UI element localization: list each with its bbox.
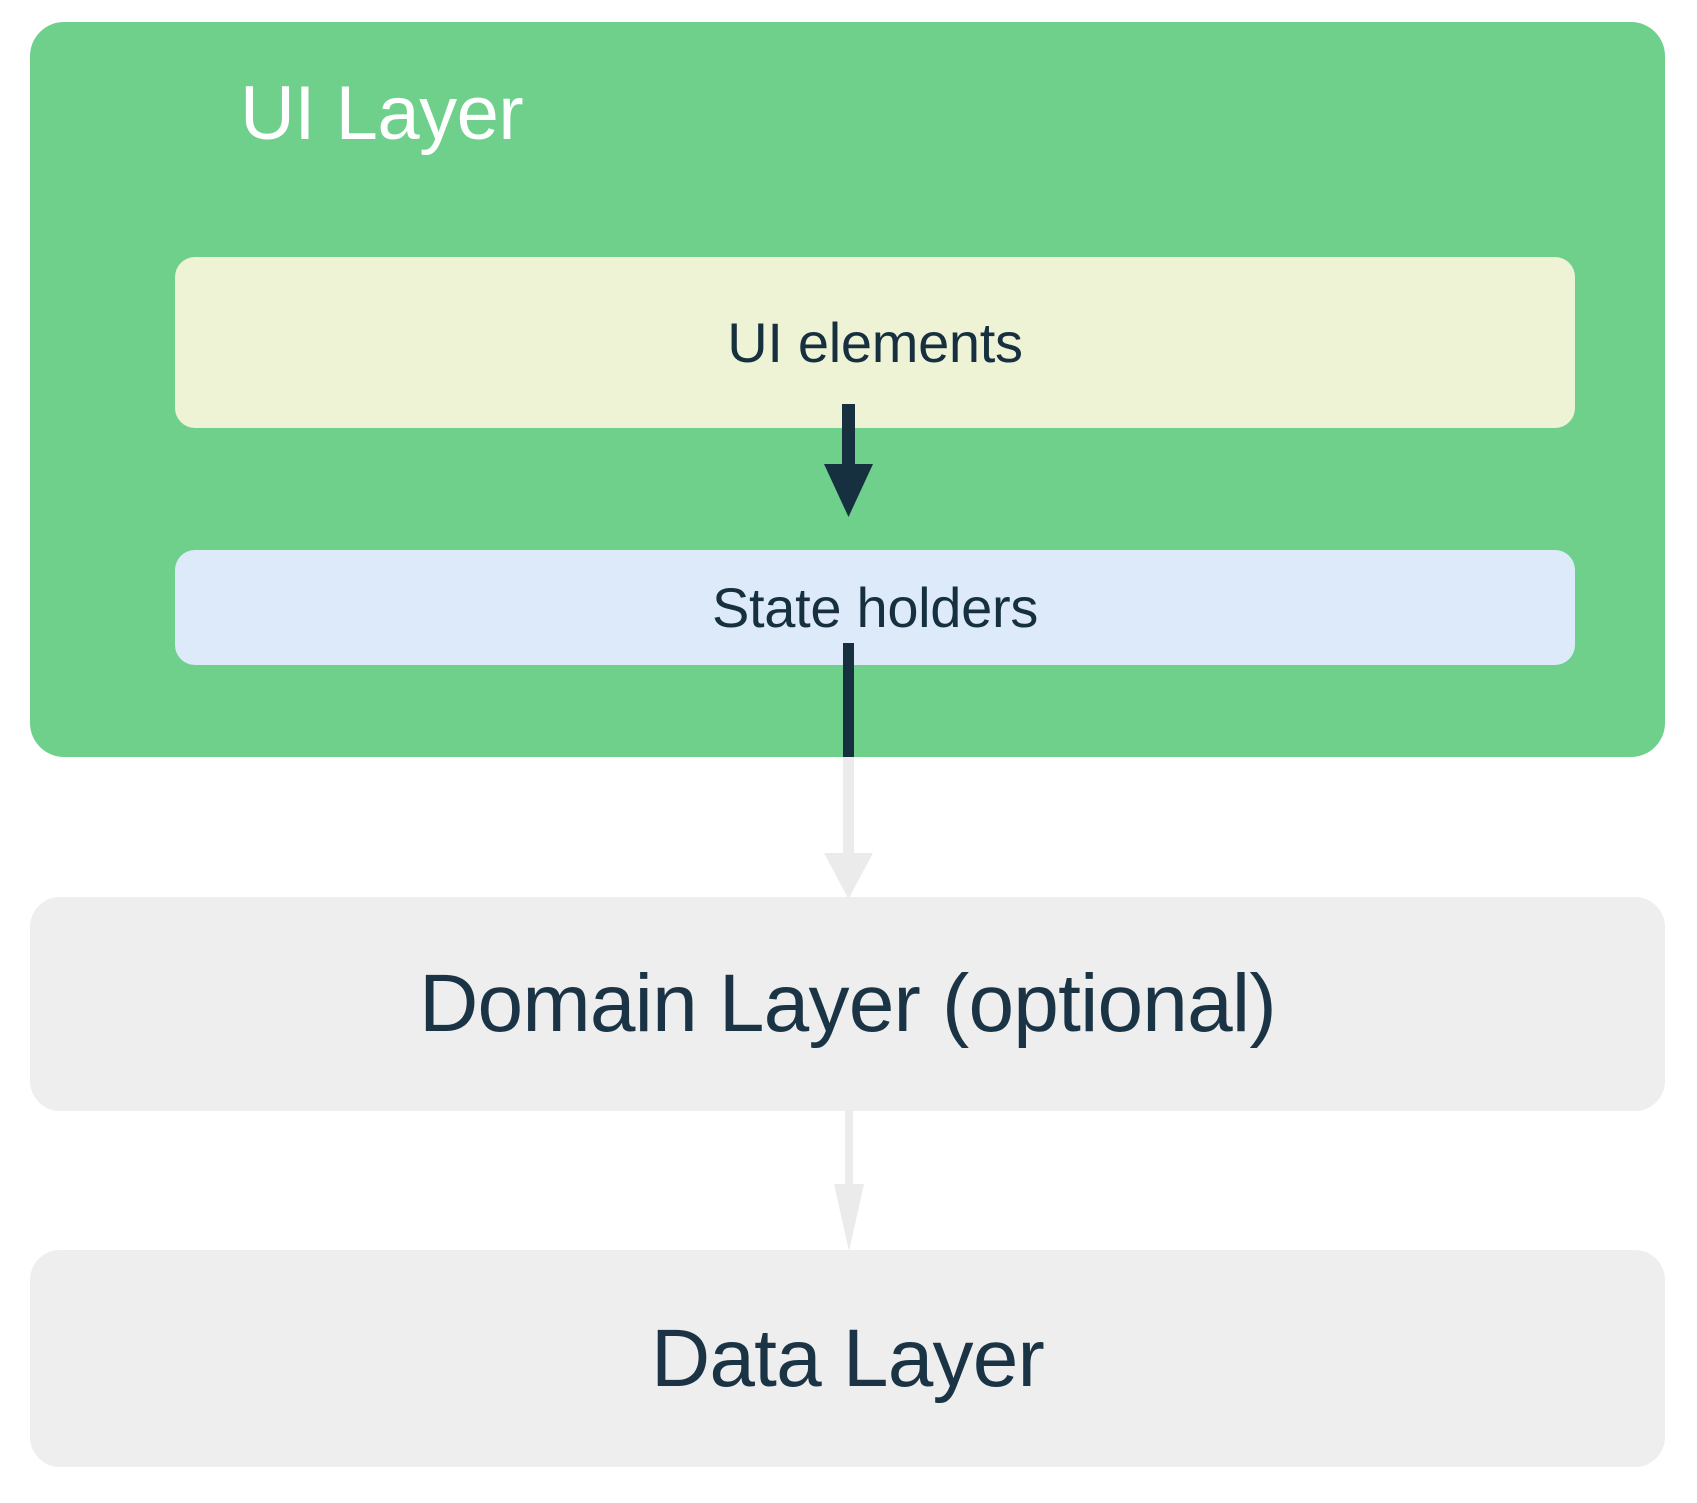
ui-layer-title: UI Layer (240, 71, 524, 156)
data-layer-box: Data Layer (30, 1250, 1665, 1467)
state-holders-box: State holders (175, 550, 1575, 665)
arrow-domain-layer-to-data-layer-icon (834, 1110, 864, 1251)
ui-elements-box: UI elements (175, 257, 1575, 428)
domain-layer-box: Domain Layer (optional) (30, 897, 1665, 1111)
ui-layer-container: UI Layer UI elements State holders (30, 22, 1665, 757)
state-holders-label: State holders (711, 576, 1039, 639)
domain-layer-label: Domain Layer (optional) (419, 958, 1277, 1049)
data-layer-label: Data Layer (650, 1312, 1045, 1404)
ui-elements-label: UI elements (727, 311, 1023, 374)
